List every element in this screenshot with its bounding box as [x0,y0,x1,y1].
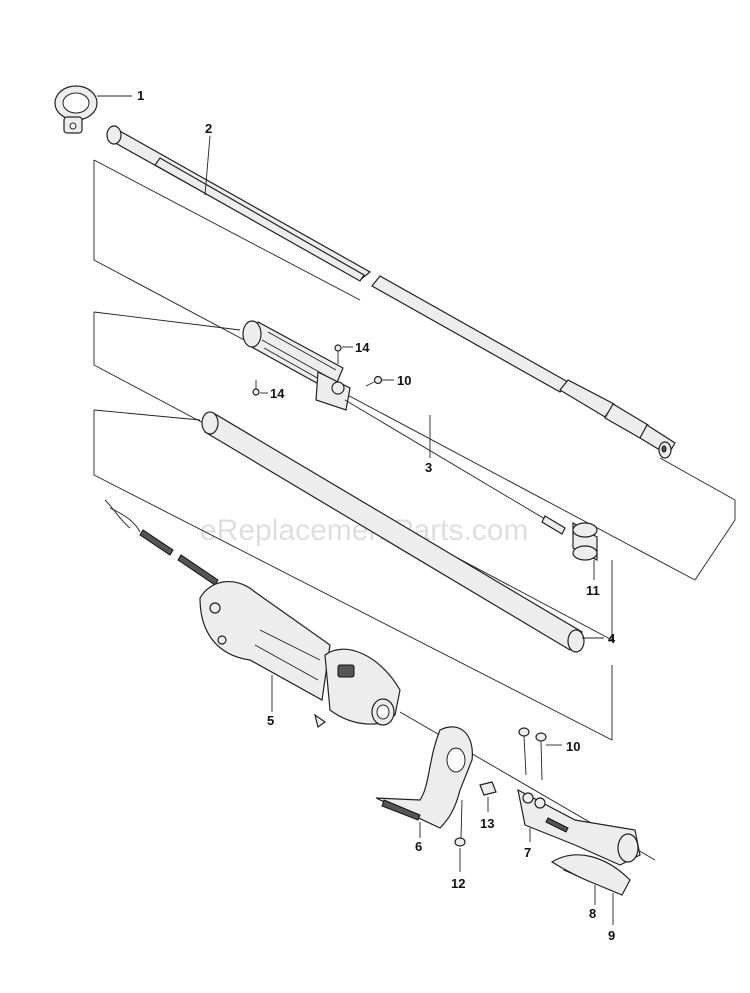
part-4-lower-tube[interactable] [201,411,585,653]
callout-12: 12 [451,876,465,891]
callout-11: 11 [586,583,600,598]
callout-1: 1 [137,88,144,103]
callout-14b: 14 [270,386,285,401]
callout-9: 9 [608,928,615,943]
callout-8: 8 [589,906,596,921]
callout-7: 7 [524,845,531,860]
part-9-clamp-lever[interactable] [550,854,631,896]
part-2-shaft-tube[interactable] [106,125,676,459]
guide-line [93,160,696,581]
callout-5: 5 [267,713,274,728]
part-3-drive-shaft[interactable] [242,320,566,535]
part-10-screw-upper[interactable] [365,375,383,387]
part-14-screw-lower[interactable] [252,380,260,396]
callout-2: 2 [205,121,212,136]
callout-14a: 14 [355,340,370,355]
part-7-clamp-housing[interactable] [517,788,641,866]
part-14-screw-upper[interactable] [334,344,342,364]
part-11-bushing[interactable] [572,521,598,561]
guide-line [93,409,201,421]
callout-4: 4 [608,631,616,646]
callout-10b: 10 [566,739,580,754]
part-5-throttle-handle[interactable] [104,499,401,729]
callout-10a: 10 [397,373,411,388]
guide-line [659,457,736,581]
part-10-screws-lower[interactable] [518,727,547,781]
guide-line [93,311,241,331]
part-1-clamp[interactable] [54,85,98,134]
guide-line [93,312,613,641]
part-12-screw[interactable] [454,799,466,847]
part-6-grip-lever[interactable] [375,726,473,829]
part-13-nut[interactable] [479,781,497,796]
callout-3: 3 [425,460,432,475]
guide-line [93,410,613,741]
guide-line [93,159,361,301]
callout-6: 6 [415,839,422,854]
callout-13: 13 [480,816,494,831]
